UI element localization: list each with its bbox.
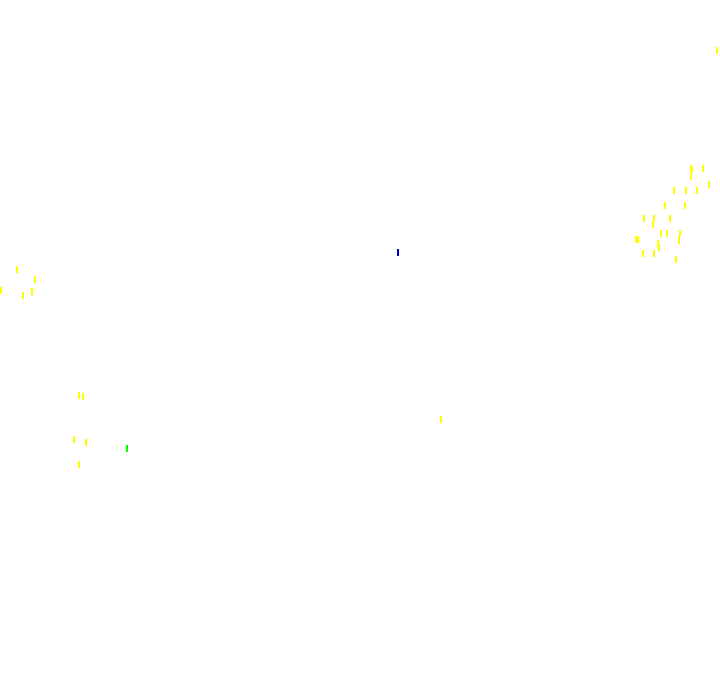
- yellow-mark: [78, 392, 80, 399]
- yellow-mark: [637, 236, 639, 243]
- yellow-mark: [690, 173, 692, 180]
- yellow-mark: [657, 240, 659, 247]
- yellow-mark: [679, 230, 681, 237]
- yellow-mark: [684, 202, 686, 209]
- yellow-mark: [653, 215, 655, 222]
- yellow-mark: [635, 236, 637, 243]
- yellow-mark: [16, 266, 18, 273]
- yellow-mark: [685, 187, 687, 194]
- yellow-mark: [675, 256, 677, 263]
- yellow-mark: [660, 230, 662, 237]
- yellow-mark: [85, 439, 87, 446]
- yellow-mark: [653, 250, 655, 257]
- yellow-mark: [691, 166, 693, 173]
- yellow-mark: [643, 215, 645, 222]
- yellow-mark: [73, 436, 75, 443]
- yellow-mark: [22, 292, 24, 299]
- yellow-mark: [440, 416, 442, 423]
- yellow-mark: [708, 181, 710, 188]
- yellow-mark: [0, 287, 2, 294]
- yellow-mark: [82, 393, 84, 400]
- yellow-mark: [642, 250, 644, 257]
- yellow-mark: [658, 244, 660, 251]
- yellow-mark: [34, 276, 36, 283]
- yellow-mark: [678, 237, 680, 244]
- yellow-mark: [716, 47, 718, 54]
- yellow-mark: [31, 288, 33, 295]
- yellow-mark: [664, 202, 666, 209]
- yellow-mark: [78, 461, 80, 468]
- yellow-mark: [669, 215, 671, 222]
- yellow-mark: [702, 165, 704, 172]
- yellow-mark: [652, 221, 654, 228]
- green-mark: [126, 445, 128, 452]
- yellow-mark: [696, 187, 698, 194]
- yellow-mark: [666, 230, 668, 237]
- yellow-mark: [673, 187, 675, 194]
- blue-mark: [397, 249, 399, 256]
